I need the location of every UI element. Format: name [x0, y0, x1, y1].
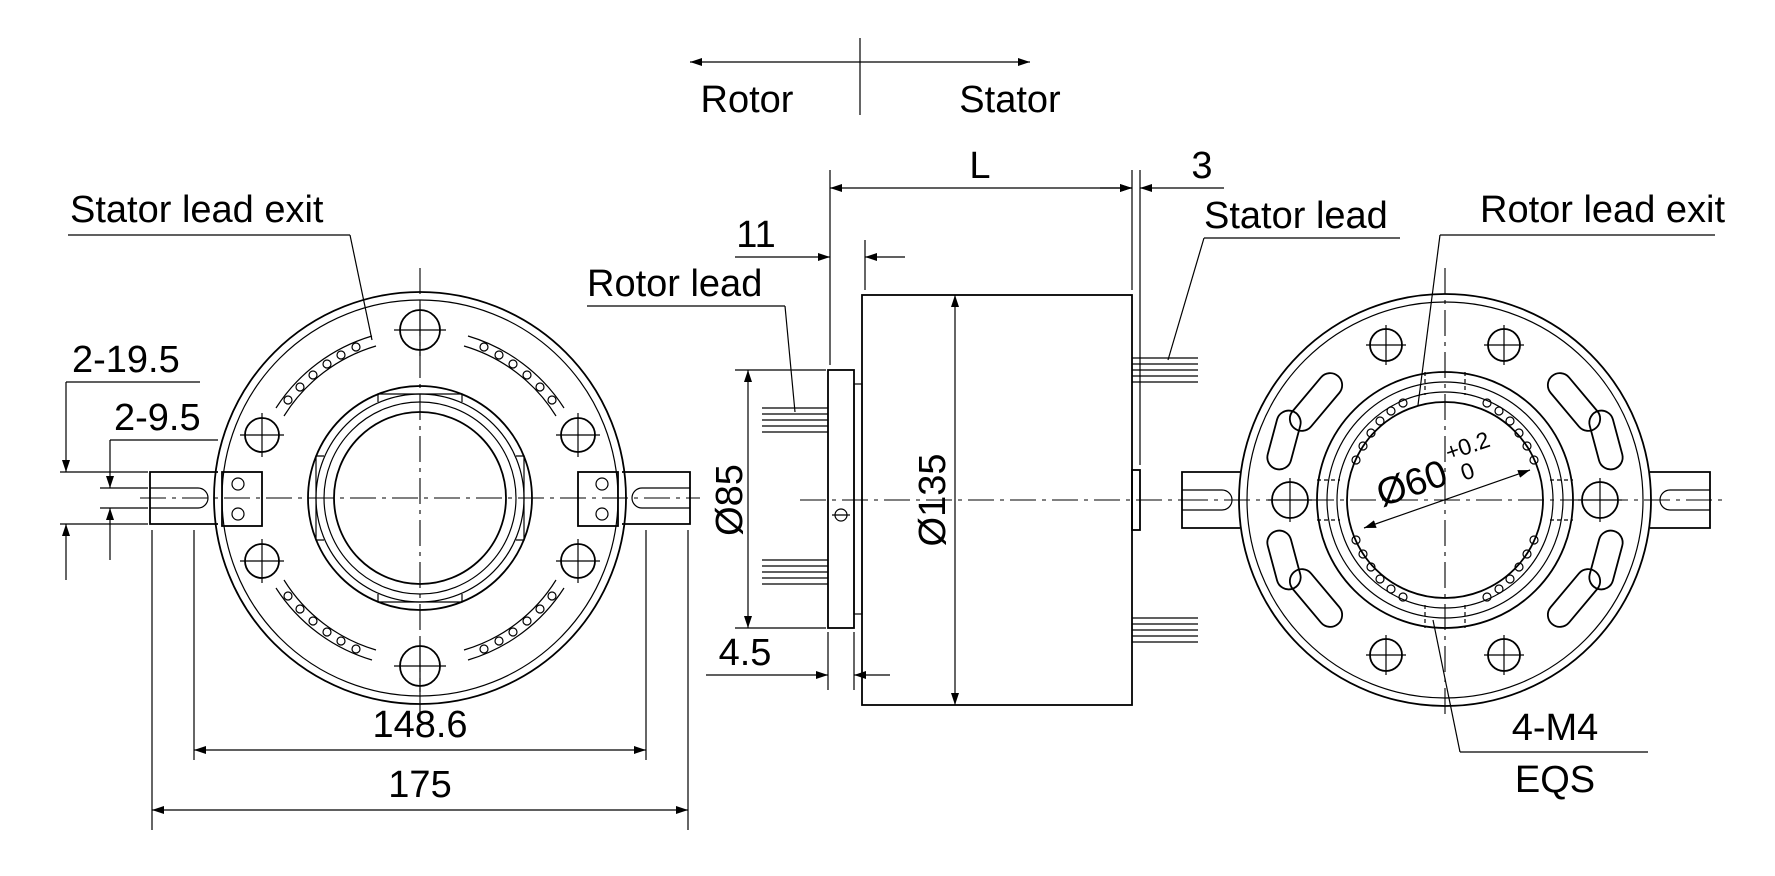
dim-d85: Ø85 — [709, 464, 751, 536]
stator-direction-label: Stator — [959, 79, 1061, 121]
stator-lead-label: Stator lead — [1204, 195, 1388, 237]
dim-2-9-5: 2-9.5 — [114, 397, 201, 439]
rotor-lead-wires — [762, 407, 828, 585]
side-view: L 3 11 Rotor lead Stator lead Ø85 Ø135 4… — [587, 145, 1400, 706]
bore-diameter: Ø60 — [1371, 452, 1453, 515]
eqs-label: EQS — [1515, 759, 1595, 801]
rotor-lead-exit-label: Rotor lead exit — [1480, 189, 1725, 231]
stator-lead-exit-label: Stator lead exit — [70, 189, 324, 231]
rotor-direction-label: Rotor — [701, 79, 794, 121]
dim-175: 175 — [388, 764, 451, 806]
dim-2-19-5: 2-19.5 — [72, 339, 180, 381]
direction-indicator: Rotor Stator — [690, 38, 1061, 121]
rotor-lead-label: Rotor lead — [587, 263, 762, 305]
left-end-view: Stator lead exit 2-19.5 2-9.5 148.6 175 — [60, 189, 700, 830]
dim-11: 11 — [736, 214, 775, 256]
bore-tolerance-lower: 0 — [1457, 457, 1478, 486]
dim-L: L — [969, 145, 990, 187]
flange-slots — [1266, 372, 1624, 628]
dim-4-5: 4.5 — [719, 632, 772, 674]
stator-lead-wires — [1132, 357, 1198, 643]
dim-d135: Ø135 — [912, 454, 954, 547]
dim-3: 3 — [1191, 145, 1212, 187]
dim-148-6: 148.6 — [372, 704, 467, 746]
right-lead-beads — [1351, 398, 1539, 602]
thread-spec-label: 4-M4 — [1512, 707, 1599, 749]
right-end-view: Ø60 +0.2 0 Rotor lead exit 4-M4 EQS — [1181, 189, 1725, 801]
left-lead-beads — [283, 342, 557, 654]
